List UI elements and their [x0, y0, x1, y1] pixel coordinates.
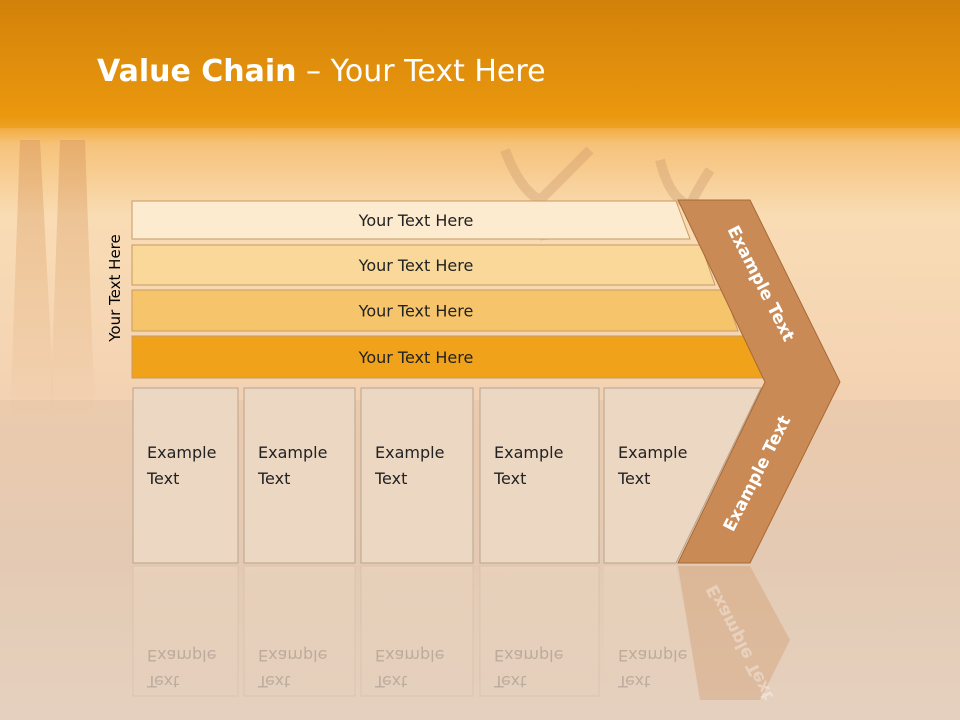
value-bar — [131, 244, 716, 286]
activity-box-label-line2: Text — [493, 469, 526, 488]
activity-box-label-line1: Example — [618, 443, 687, 462]
activity-box-reflection-text: Text — [374, 672, 407, 691]
activity-box-reflection-text: Example — [147, 646, 216, 665]
activity-box-reflection — [479, 565, 600, 697]
page-title-rest: – Your Text Here — [296, 54, 546, 89]
activity-box — [243, 387, 356, 564]
activity-box-reflection-text: Example — [375, 646, 444, 665]
activity-box-label-line1: Example — [258, 443, 327, 462]
activity-box-label-line1: Example — [147, 443, 216, 462]
activity-box-reflection — [360, 565, 474, 697]
activity-box-reflection-text: Text — [493, 672, 526, 691]
value-bar-label: Your Text Here — [358, 211, 474, 230]
activity-box-reflection-text: Example — [258, 646, 327, 665]
activity-box-reflection — [132, 565, 239, 697]
value-bar-label: Your Text Here — [358, 256, 474, 275]
margin-chevron — [677, 199, 841, 564]
activity-box-label-line1: Example — [375, 443, 444, 462]
activity-box-reflection-text: Text — [257, 672, 290, 691]
value-bar — [131, 289, 739, 332]
margin-chevron-reflection — [678, 566, 790, 700]
value-bar-label: Your Text Here — [358, 302, 474, 321]
activity-box-reflection-text: Text — [617, 672, 650, 691]
activity-box-label-line2: Text — [374, 469, 407, 488]
tree-silhouette — [50, 140, 95, 420]
activity-box-reflection-text: Text — [146, 672, 179, 691]
activity-box — [479, 387, 600, 564]
activity-box-label-line2: Text — [146, 469, 179, 488]
value-bar — [131, 200, 691, 240]
tree-silhouette — [10, 140, 55, 420]
activity-box-reflection-text: Example — [618, 646, 687, 665]
header-band — [0, 0, 960, 128]
activity-box-reflection-text: Example — [494, 646, 563, 665]
activity-box-label-line2: Text — [617, 469, 650, 488]
activity-box-reflection — [604, 566, 700, 696]
activity-box-reflection — [243, 565, 356, 697]
activity-box — [603, 387, 762, 564]
activity-box — [360, 387, 474, 564]
page-title-bold: Value Chain — [97, 54, 297, 89]
activity-box — [132, 387, 239, 564]
activity-box-label-line1: Example — [494, 443, 563, 462]
page-title: Value Chain – Your Text Here — [97, 54, 546, 89]
activity-box-label-line2: Text — [257, 469, 290, 488]
value-bar-label: Your Text Here — [358, 348, 474, 367]
